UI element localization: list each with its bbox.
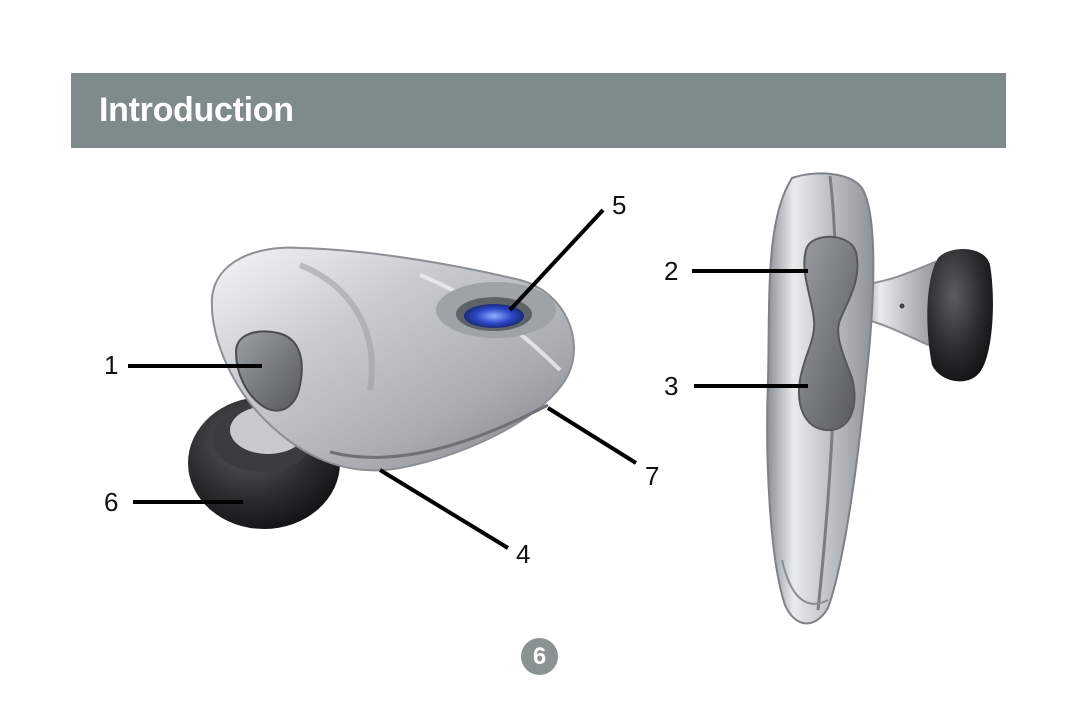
callout-line-5: [508, 208, 605, 312]
button-1-talk: [234, 330, 303, 412]
callout-number-6: 6: [104, 487, 119, 517]
callout-number-5: 5: [612, 190, 627, 220]
right-ear-cushion: [927, 248, 993, 382]
callout-number-7: 7: [645, 461, 660, 491]
callout-number-3: 3: [664, 371, 679, 401]
volume-rocker-2-3: [798, 235, 859, 432]
left-headset: [188, 246, 575, 529]
page-number-badge: 6: [521, 638, 558, 675]
callout-line-4: [378, 468, 510, 550]
led-indicator-5: [464, 304, 524, 328]
callout-number-2: 2: [664, 256, 679, 286]
section-header-bar: Introduction: [71, 73, 1006, 148]
callout-number-4: 4: [516, 539, 531, 569]
callout-line-7: [546, 406, 638, 465]
callout-lines: [128, 208, 808, 550]
right-headset: [766, 172, 993, 625]
section-title: Introduction: [99, 91, 294, 129]
callout-number-1: 1: [104, 350, 119, 380]
